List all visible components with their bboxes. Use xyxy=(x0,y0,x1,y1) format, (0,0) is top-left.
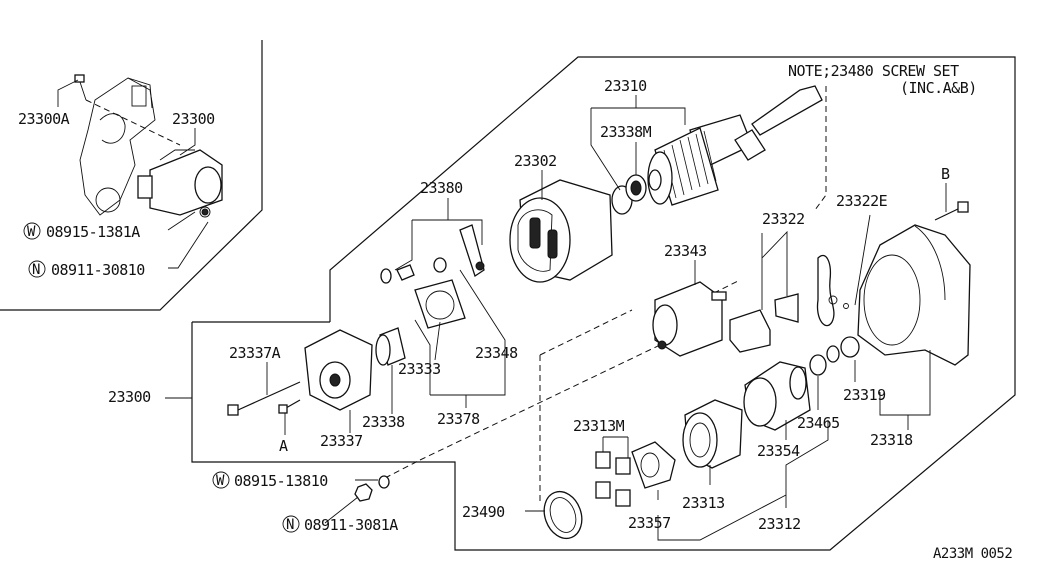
n-symbol-2: N xyxy=(286,517,294,533)
n-symbol-circle xyxy=(28,260,46,278)
brush-holder-parts-illustration xyxy=(380,224,485,329)
nut-08911-illustration xyxy=(354,483,373,502)
label-A: A xyxy=(279,437,288,455)
note-line-2: (INC.A&B) xyxy=(900,79,977,97)
label-23318: 23318 xyxy=(870,431,913,449)
plunger-23322-illustration xyxy=(729,293,799,353)
planet-gears-23313M-illustration xyxy=(595,451,631,507)
label-23322E: 23322E xyxy=(836,192,888,210)
n-symbol: N xyxy=(32,262,40,278)
bolt-B-illustration xyxy=(934,201,969,221)
pinion-clutch-23354-illustration xyxy=(743,361,811,431)
inset-label-23300A: 23300A xyxy=(18,110,70,128)
label-23300-main: 23300 xyxy=(108,388,151,406)
magnetic-switch-23343-illustration xyxy=(652,281,727,357)
ring-small-illustration xyxy=(826,345,840,363)
label-23302: 23302 xyxy=(514,152,557,170)
housing-23318-illustration xyxy=(857,224,971,366)
leader-lines xyxy=(165,95,947,541)
inset-label-w-bolt: 08915-1381A xyxy=(46,223,140,241)
w-symbol-2: W xyxy=(216,473,225,489)
label-23338M: 23338M xyxy=(600,123,652,141)
label-23354: 23354 xyxy=(757,442,800,460)
bearing-23338M-illustration xyxy=(625,174,647,202)
label-23337A: 23337A xyxy=(229,344,281,362)
label-23343: 23343 xyxy=(664,242,707,260)
main-assembly-frame xyxy=(191,56,1016,551)
inset-starter-illustration xyxy=(137,149,223,218)
washer-08915-illustration xyxy=(378,475,390,489)
label-23490: 23490 xyxy=(462,503,505,521)
ring-23465-illustration xyxy=(809,354,827,376)
label-23333: 23333 xyxy=(398,360,441,378)
w-symbol: W xyxy=(27,224,36,240)
shift-lever-23322E-illustration xyxy=(816,254,849,327)
inset-label-n-nut: 08911-30810 xyxy=(51,261,145,279)
label-23338: 23338 xyxy=(362,413,405,431)
label-23357: 23357 xyxy=(628,514,671,532)
end-cover-23337-illustration xyxy=(304,329,373,411)
label-23322: 23322 xyxy=(762,210,805,228)
label-23310: 23310 xyxy=(604,77,647,95)
label-w-bolt-2: 08915-13810 xyxy=(234,472,328,490)
yoke-23302-illustration xyxy=(509,179,613,283)
bolt-23300A-illustration xyxy=(74,74,181,146)
bushing-23338-illustration xyxy=(375,327,406,366)
inset-vehicle-mounting-view: 23300A 23300 W 08915-1381A N 08911-30810 xyxy=(0,40,263,311)
internal-gear-23313-illustration xyxy=(682,399,743,469)
w-symbol-circle-2 xyxy=(212,471,230,489)
w-symbol-circle xyxy=(23,222,41,240)
label-23378: 23378 xyxy=(437,410,480,428)
screw-A-illustration xyxy=(278,399,301,414)
figure-code: A233M 0052 xyxy=(933,546,1012,562)
label-23465: 23465 xyxy=(797,414,840,432)
label-23348: 23348 xyxy=(475,344,518,362)
label-23312: 23312 xyxy=(758,515,801,533)
label-23313M: 23313M xyxy=(573,417,625,435)
note-line-1: NOTE;23480 SCREW SET xyxy=(788,62,959,80)
through-bolt-23337A-illustration xyxy=(227,381,301,416)
label-n-nut-2: 08911-3081A xyxy=(304,516,398,534)
gasket-23490-illustration xyxy=(543,490,583,540)
engine-block-illustration xyxy=(79,77,156,216)
label-23313: 23313 xyxy=(682,494,725,512)
label-23319: 23319 xyxy=(843,386,886,404)
label-B: B xyxy=(941,165,950,183)
bushing-23319-illustration xyxy=(840,336,860,358)
inset-label-23300: 23300 xyxy=(172,110,215,128)
label-23380: 23380 xyxy=(420,179,463,197)
armature-23310-illustration xyxy=(647,85,823,206)
n-symbol-circle-2 xyxy=(282,515,300,533)
shaft-gear-23357-illustration xyxy=(631,441,676,489)
part-number-labels: NOTE;23480 SCREW SET (INC.A&B) 23310 233… xyxy=(108,62,1013,562)
label-23337: 23337 xyxy=(320,432,363,450)
